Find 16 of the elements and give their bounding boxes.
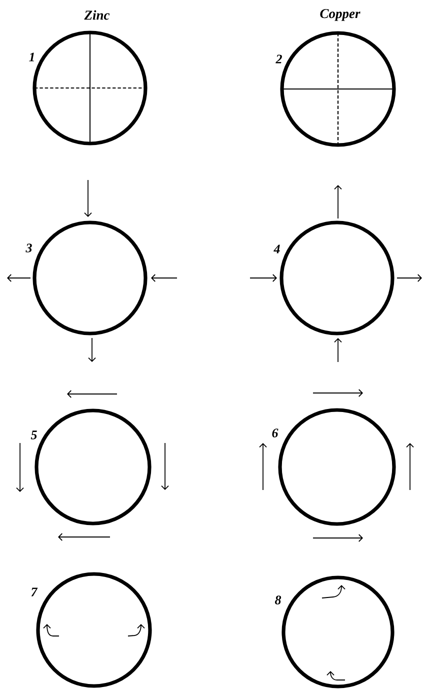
- figure-number: 4: [274, 244, 280, 254]
- figure-number: 2: [276, 54, 282, 64]
- figure-number: 7: [31, 588, 38, 596]
- circle: [36, 572, 152, 688]
- figure-number: 1: [29, 52, 34, 62]
- circle: [32, 30, 148, 146]
- figure-number: 5: [30, 430, 37, 440]
- circle: [280, 31, 396, 147]
- circle: [278, 408, 396, 526]
- figure-number: 6: [272, 428, 278, 438]
- circle: [280, 220, 394, 336]
- circle: [32, 220, 148, 336]
- figure-number: 8: [275, 596, 282, 604]
- circle: [282, 576, 394, 688]
- figure-number: 3: [26, 244, 32, 252]
- column-heading: Zinc: [84, 10, 110, 20]
